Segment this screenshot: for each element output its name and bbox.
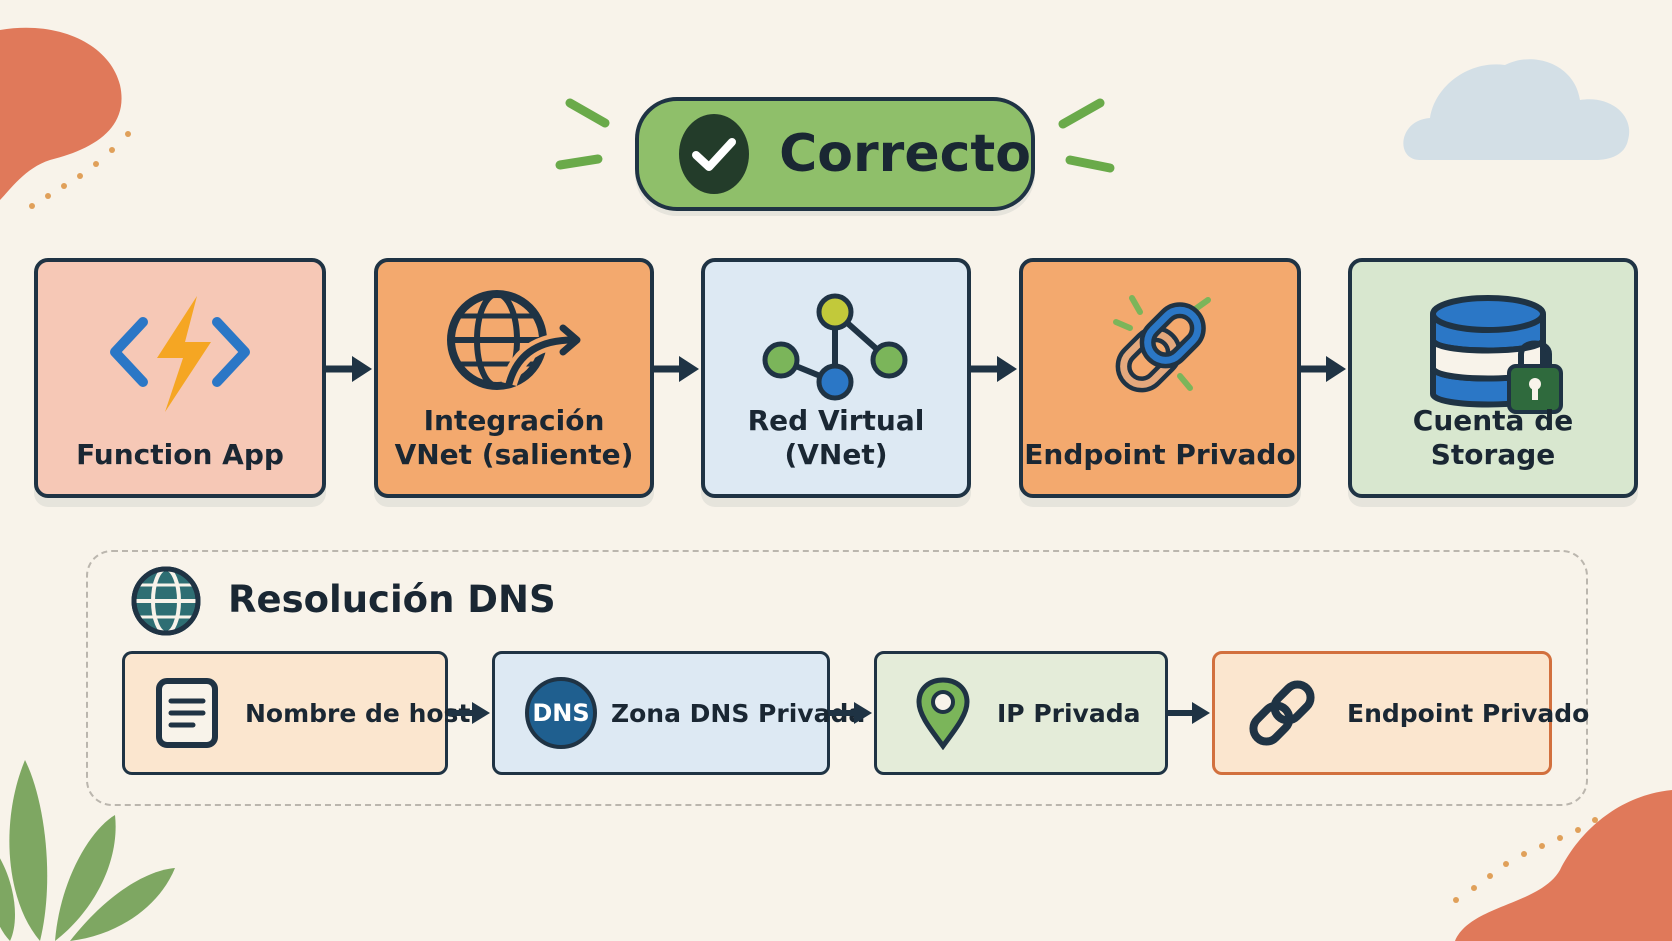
globe-arrow-icon <box>439 284 589 398</box>
flow-box-storage-account: Cuenta de Storage <box>1348 258 1638 498</box>
dns-section-title: Resolución DNS <box>228 578 556 621</box>
flow-arrow <box>448 702 490 724</box>
dns-icon-text: DNS <box>532 699 590 727</box>
dns-icon: DNS <box>525 677 597 749</box>
blob-bottom-right <box>1455 790 1672 941</box>
dns-resolution-group <box>86 550 1588 806</box>
flow-box-label: Endpoint Privado <box>1024 438 1296 471</box>
location-pin-icon <box>915 676 971 750</box>
flow-box-virtual-network: Red Virtual (VNet) <box>701 258 971 498</box>
flow-box-label: Cuenta de Storage <box>1412 404 1574 471</box>
dots-top-left <box>29 131 131 209</box>
cloud <box>1403 59 1630 160</box>
dns-step-private-dns-zone: DNS Zona DNS Privada <box>492 651 865 775</box>
sparkle-lines <box>555 98 1115 173</box>
dns-step-private-endpoint: Endpoint Privado <box>1212 651 1589 775</box>
function-app-icon <box>105 284 255 423</box>
dns-step-private-ip: IP Privada <box>874 651 1168 775</box>
globe-icon <box>130 565 202 641</box>
flow-arrow <box>1168 702 1210 724</box>
dns-step-label: Nombre de host <box>245 698 471 728</box>
network-graph-icon <box>761 290 911 414</box>
dns-step-label: IP Privada <box>997 698 1141 728</box>
flow-box-label: Integración VNet (saliente) <box>394 404 634 471</box>
flow-box-vnet-integration: Integración VNet (saliente) <box>374 258 654 498</box>
flow-box-private-endpoint: Endpoint Privado <box>1019 258 1301 498</box>
flow-box-function-app: Function App <box>34 258 326 498</box>
blob-top-left <box>0 27 122 201</box>
check-icon <box>679 114 750 194</box>
dns-step-label: Zona DNS Privada <box>611 698 866 728</box>
document-icon <box>155 677 219 749</box>
dns-step-label: Endpoint Privado <box>1347 698 1590 728</box>
dots-bottom-right <box>1453 817 1598 903</box>
flow-box-label: Red Virtual (VNet) <box>747 404 925 471</box>
flow-arrow <box>326 356 372 382</box>
flow-box-label: Function App <box>76 438 284 471</box>
dns-step-hostname: Nombre de host <box>122 651 470 775</box>
status-label: Correcto <box>779 124 1031 184</box>
link-icon <box>1237 673 1327 753</box>
flow-arrow <box>971 356 1017 382</box>
link-icon <box>1080 284 1240 408</box>
flow-arrow <box>654 356 699 382</box>
flow-arrow <box>830 702 872 724</box>
status-badge: Correcto <box>635 97 1035 211</box>
storage-lock-icon <box>1413 284 1573 428</box>
flow-arrow <box>1301 356 1346 382</box>
leaves-bottom-left <box>0 760 175 941</box>
